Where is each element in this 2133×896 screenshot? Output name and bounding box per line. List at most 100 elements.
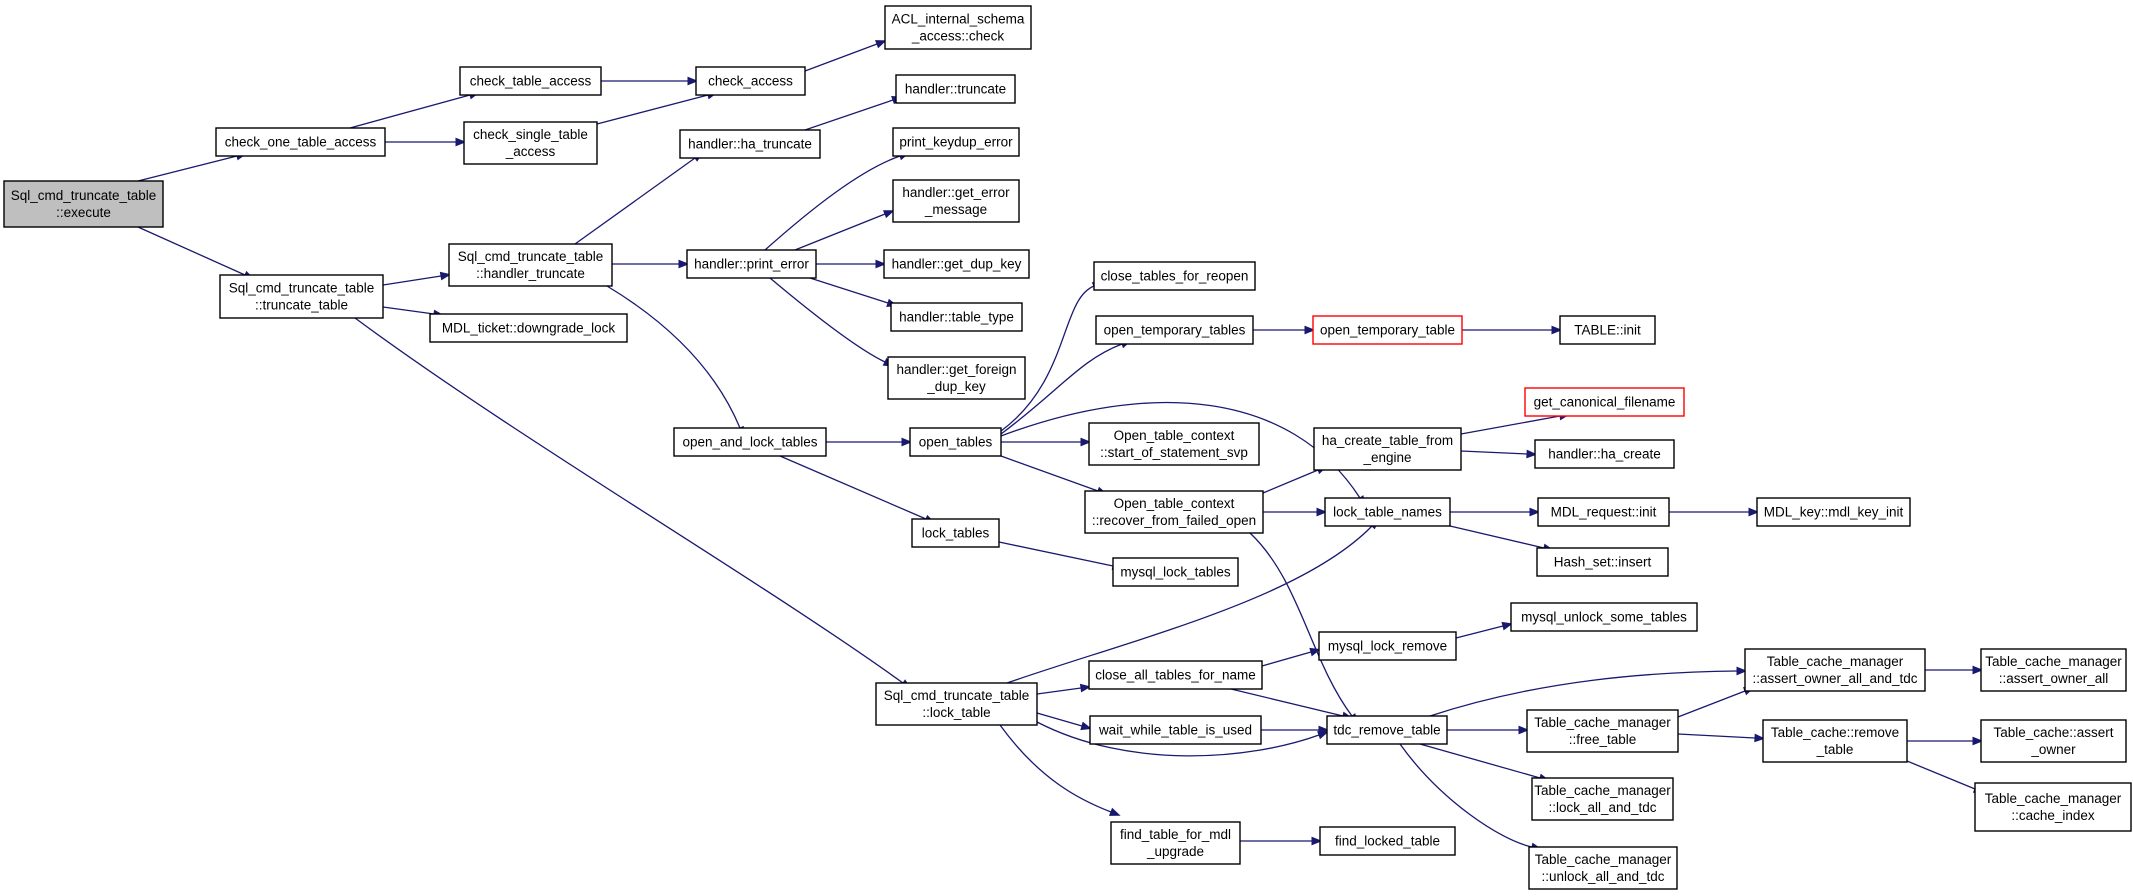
arrowhead-icon (678, 259, 690, 269)
edge-line (1036, 712, 1083, 727)
function-node-ha-truncate[interactable]: handler::ha_truncate (679, 129, 821, 159)
function-node-ha-create-engine[interactable]: ha_create_table_from_engine (1313, 427, 1462, 471)
edge-line (794, 213, 886, 251)
node-box (1536, 547, 1669, 577)
function-node-open-temp-tables[interactable]: open_temporary_tables (1095, 315, 1254, 345)
function-node-mysql-lock-remove[interactable]: mysql_lock_remove (1318, 631, 1457, 661)
function-node-tcm-free-table[interactable]: Table_cache_manager::free_table (1526, 709, 1679, 753)
function-node-table-init[interactable]: TABLE::init (1559, 315, 1656, 345)
edge-line (1449, 525, 1545, 549)
call-edge-lock_table-to-find_for_mdl (999, 724, 1121, 816)
function-node-get-foreign[interactable]: handler::get_foreign_dup_key (887, 356, 1026, 400)
function-node-wait-while[interactable]: wait_while_table_is_used (1089, 715, 1262, 745)
function-node-find-for-mdl[interactable]: find_table_for_mdl_upgrade (1110, 821, 1241, 865)
function-node-mdl-key-init[interactable]: MDL_key::mdl_key_init (1756, 497, 1911, 527)
function-node-get-dup-key[interactable]: handler::get_dup_key (883, 249, 1030, 279)
function-node-root[interactable]: Sql_cmd_truncate_table::execute (3, 180, 164, 228)
function-node-acl-check[interactable]: ACL_internal_schema_access::check (884, 5, 1032, 50)
function-node-tcm-assert-owner-tdc[interactable]: Table_cache_manager::assert_owner_all_an… (1744, 648, 1926, 692)
edge-line (1249, 532, 1353, 717)
call-edge-tcm_assert_owner_tdc-to-tcm_assert_owner_all (1925, 665, 1984, 675)
node-label: Sql_cmd_truncate_table (458, 249, 604, 264)
edge-line (137, 155, 238, 182)
node-label: Table_cache_manager (1985, 654, 2122, 669)
function-node-lock-table[interactable]: Sql_cmd_truncate_table::lock_table (875, 682, 1038, 726)
call-edge-tc_remove_table-to-tcm_cache_index (1906, 760, 1985, 793)
function-node-open-and-lock[interactable]: open_and_lock_tables (673, 427, 827, 457)
function-node-check-one[interactable]: check_one_table_access (215, 127, 386, 157)
call-edge-print_error-to-get_dup_key (816, 259, 887, 269)
function-node-get-canonical[interactable]: get_canonical_filename (1524, 387, 1685, 417)
edge-line (1419, 743, 1541, 779)
arrowhead-icon (1079, 683, 1092, 693)
function-node-hash-insert[interactable]: Hash_set::insert (1536, 547, 1669, 577)
function-node-mdl-request-init[interactable]: MDL_request::init (1537, 497, 1670, 527)
function-node-tdc-remove[interactable]: tdc_remove_table (1326, 715, 1448, 745)
call-edge-find_for_mdl-to-find_locked (1240, 836, 1323, 846)
function-node-find-locked[interactable]: find_locked_table (1319, 826, 1456, 856)
node-box (1531, 777, 1674, 821)
function-node-close-all-for-name[interactable]: close_all_tables_for_name (1088, 660, 1263, 690)
function-node-mdl-downgrade[interactable]: MDL_ticket::downgrade_lock (429, 313, 628, 343)
function-node-recover[interactable]: Open_table_context::recover_from_failed_… (1084, 490, 1264, 534)
call-edge-recover-to-lock_table_names (1263, 507, 1328, 517)
node-label: Hash_set::insert (1554, 555, 1652, 570)
node-label: _message (924, 202, 987, 217)
function-node-tcm-cache-index[interactable]: Table_cache_manager::cache_index (1974, 782, 2132, 832)
function-node-mysql-unlock-some[interactable]: mysql_unlock_some_tables (1510, 602, 1698, 632)
function-node-print-keydup[interactable]: print_keydup_error (892, 127, 1020, 157)
edge-line (1000, 455, 1099, 492)
edge-line (1906, 760, 1976, 790)
node-box (1537, 497, 1670, 527)
edge-line (349, 94, 471, 129)
node-label: ::lock_table (922, 705, 990, 720)
function-node-tc-assert-owner[interactable]: Table_cache::assert_owner (1980, 719, 2127, 763)
function-node-tcm-lock-all[interactable]: Table_cache_manager::lock_all_and_tdc (1531, 777, 1674, 821)
arrowhead-icon (882, 210, 895, 219)
function-node-print-error[interactable]: handler::print_error (686, 249, 817, 279)
function-node-open-tables[interactable]: open_tables (909, 427, 1002, 457)
edge-line (1460, 450, 1528, 455)
node-label: MDL_key::mdl_key_init (1764, 505, 1904, 520)
function-node-handler-truncate[interactable]: Sql_cmd_truncate_table::handler_truncate (448, 243, 613, 287)
node-label: handler::ha_create (1548, 447, 1661, 462)
arrowhead-icon (1748, 507, 1760, 517)
function-node-close-reopen[interactable]: close_tables_for_reopen (1093, 261, 1256, 291)
edge-line (606, 285, 741, 429)
node-label: Table_cache::remove (1771, 725, 1899, 740)
function-node-lock-tables[interactable]: lock_tables (911, 518, 1000, 548)
edge-line (779, 455, 927, 520)
function-node-mysql-lock-tables[interactable]: mysql_lock_tables (1112, 557, 1239, 587)
call-edge-lock_tables-to-mysql_lock_tables (998, 541, 1124, 571)
function-node-h-truncate[interactable]: handler::truncate (895, 74, 1016, 104)
function-node-open-temp-table[interactable]: open_temporary_table (1312, 315, 1463, 345)
arrowhead-icon (1551, 325, 1563, 335)
node-label: handler::get_error (902, 185, 1010, 200)
function-node-tcm-assert-owner-all[interactable]: Table_cache_manager::assert_owner_all (1980, 648, 2127, 692)
node-box (1095, 315, 1254, 345)
function-node-check-access[interactable]: check_access (695, 66, 806, 96)
function-node-check-table-access[interactable]: check_table_access (459, 66, 602, 96)
edge-line (1429, 670, 1738, 717)
function-node-lock-table-names[interactable]: lock_table_names (1324, 497, 1451, 527)
node-box (679, 129, 821, 159)
call-edge-close_all_for_name-to-tdc_remove (1230, 688, 1354, 721)
function-node-ha-create[interactable]: handler::ha_create (1534, 439, 1675, 469)
arrowhead-icon (874, 40, 887, 49)
function-node-start-stmt[interactable]: Open_table_context::start_of_statement_s… (1088, 422, 1260, 466)
node-box (911, 518, 1000, 548)
arrowhead-icon (1529, 507, 1541, 517)
function-node-check-single[interactable]: check_single_table_access (463, 121, 598, 165)
function-node-table-type[interactable]: handler::table_type (890, 302, 1023, 332)
edge-line (137, 226, 246, 276)
arrowhead-icon (1518, 725, 1530, 735)
call-edge-check_one-to-check_single (385, 137, 467, 147)
node-box (1744, 648, 1926, 692)
function-node-tcm-unlock-all[interactable]: Table_cache_manager::unlock_all_and_tdc (1528, 846, 1678, 890)
edge-line (999, 724, 1112, 813)
function-node-get-error-msg[interactable]: handler::get_error_message (892, 179, 1020, 223)
function-node-tc-remove-table[interactable]: Table_cache::remove_table (1762, 719, 1908, 763)
node-label: Table_cache::assert (1993, 725, 2113, 740)
function-node-truncate-table[interactable]: Sql_cmd_truncate_table::truncate_table (219, 274, 384, 319)
